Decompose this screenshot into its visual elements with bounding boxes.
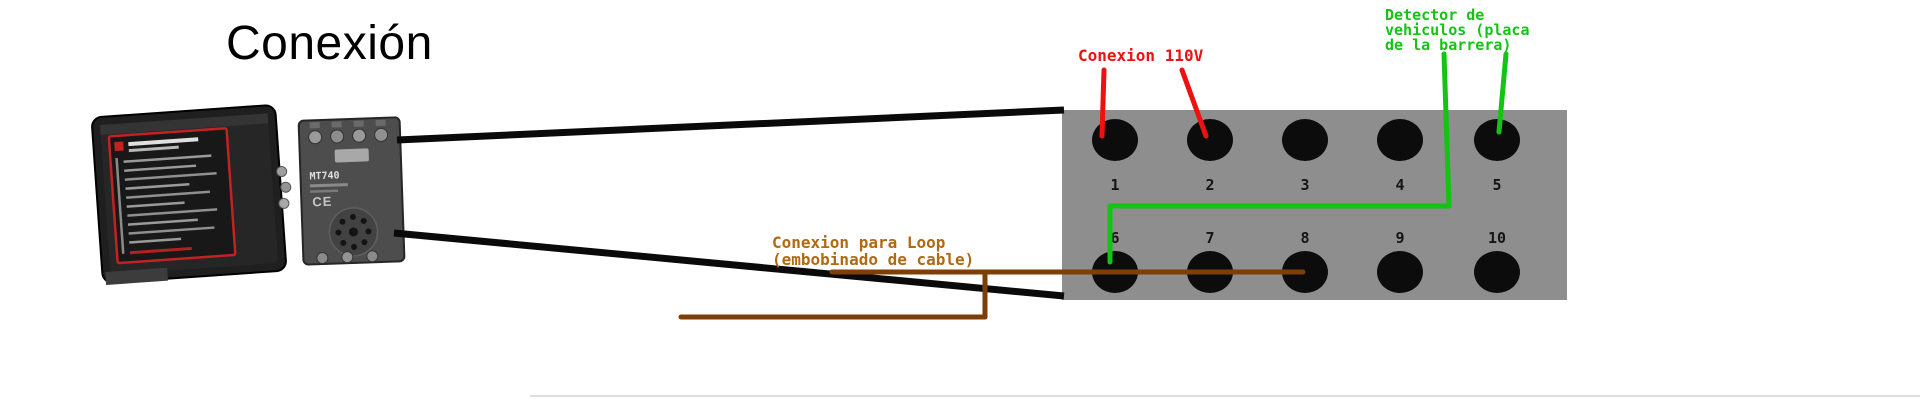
socket-top-screws xyxy=(308,119,389,145)
terminal-hole-1 xyxy=(1092,119,1138,161)
terminal-number-2: 2 xyxy=(1205,176,1215,194)
terminal-hole-6 xyxy=(1092,251,1138,293)
relay-socket-photo: MT740 CE xyxy=(297,116,406,266)
terminal-hole-2 xyxy=(1187,119,1233,161)
terminal-hole-3 xyxy=(1282,119,1328,161)
projection-line-top xyxy=(396,106,1065,144)
terminal-number-9: 9 xyxy=(1395,229,1405,247)
page-title: Conexión xyxy=(226,17,433,70)
detector-annotation: Detector de vehiculos (placa de la barre… xyxy=(1385,6,1530,54)
terminal-number-7: 7 xyxy=(1205,229,1215,247)
ce-mark-text: CE xyxy=(312,194,333,210)
loop-detector-photo xyxy=(91,104,292,286)
relay-model-text: MT740 xyxy=(309,170,339,182)
terminal-number-1: 1 xyxy=(1110,176,1120,194)
terminal-hole-4 xyxy=(1377,119,1423,161)
terminal-hole-10 xyxy=(1474,251,1520,293)
connector-pins xyxy=(276,165,292,209)
terminal-number-4: 4 xyxy=(1395,176,1405,194)
terminal-number-5: 5 xyxy=(1492,176,1502,194)
detector-label xyxy=(107,127,237,265)
terminal-hole-7 xyxy=(1187,251,1233,293)
socket-round-base xyxy=(328,207,379,257)
loop-annotation: Conexion para Loop (embobinado de cable) xyxy=(772,233,975,269)
terminal-number-6: 6 xyxy=(1110,229,1120,247)
socket-display-patch xyxy=(334,148,369,163)
terminal-hole-5 xyxy=(1474,119,1520,161)
terminal-hole-8 xyxy=(1282,251,1328,293)
terminal-number-8: 8 xyxy=(1300,229,1310,247)
terminal-panel: 1 2 3 4 5 6 7 8 9 10 xyxy=(1062,110,1567,300)
power-annotation: Conexion 110V xyxy=(1078,46,1204,65)
terminal-hole-9 xyxy=(1377,251,1423,293)
terminal-number-3: 3 xyxy=(1300,176,1310,194)
terminal-number-10: 10 xyxy=(1487,229,1507,247)
socket-bottom-screws xyxy=(316,250,379,265)
